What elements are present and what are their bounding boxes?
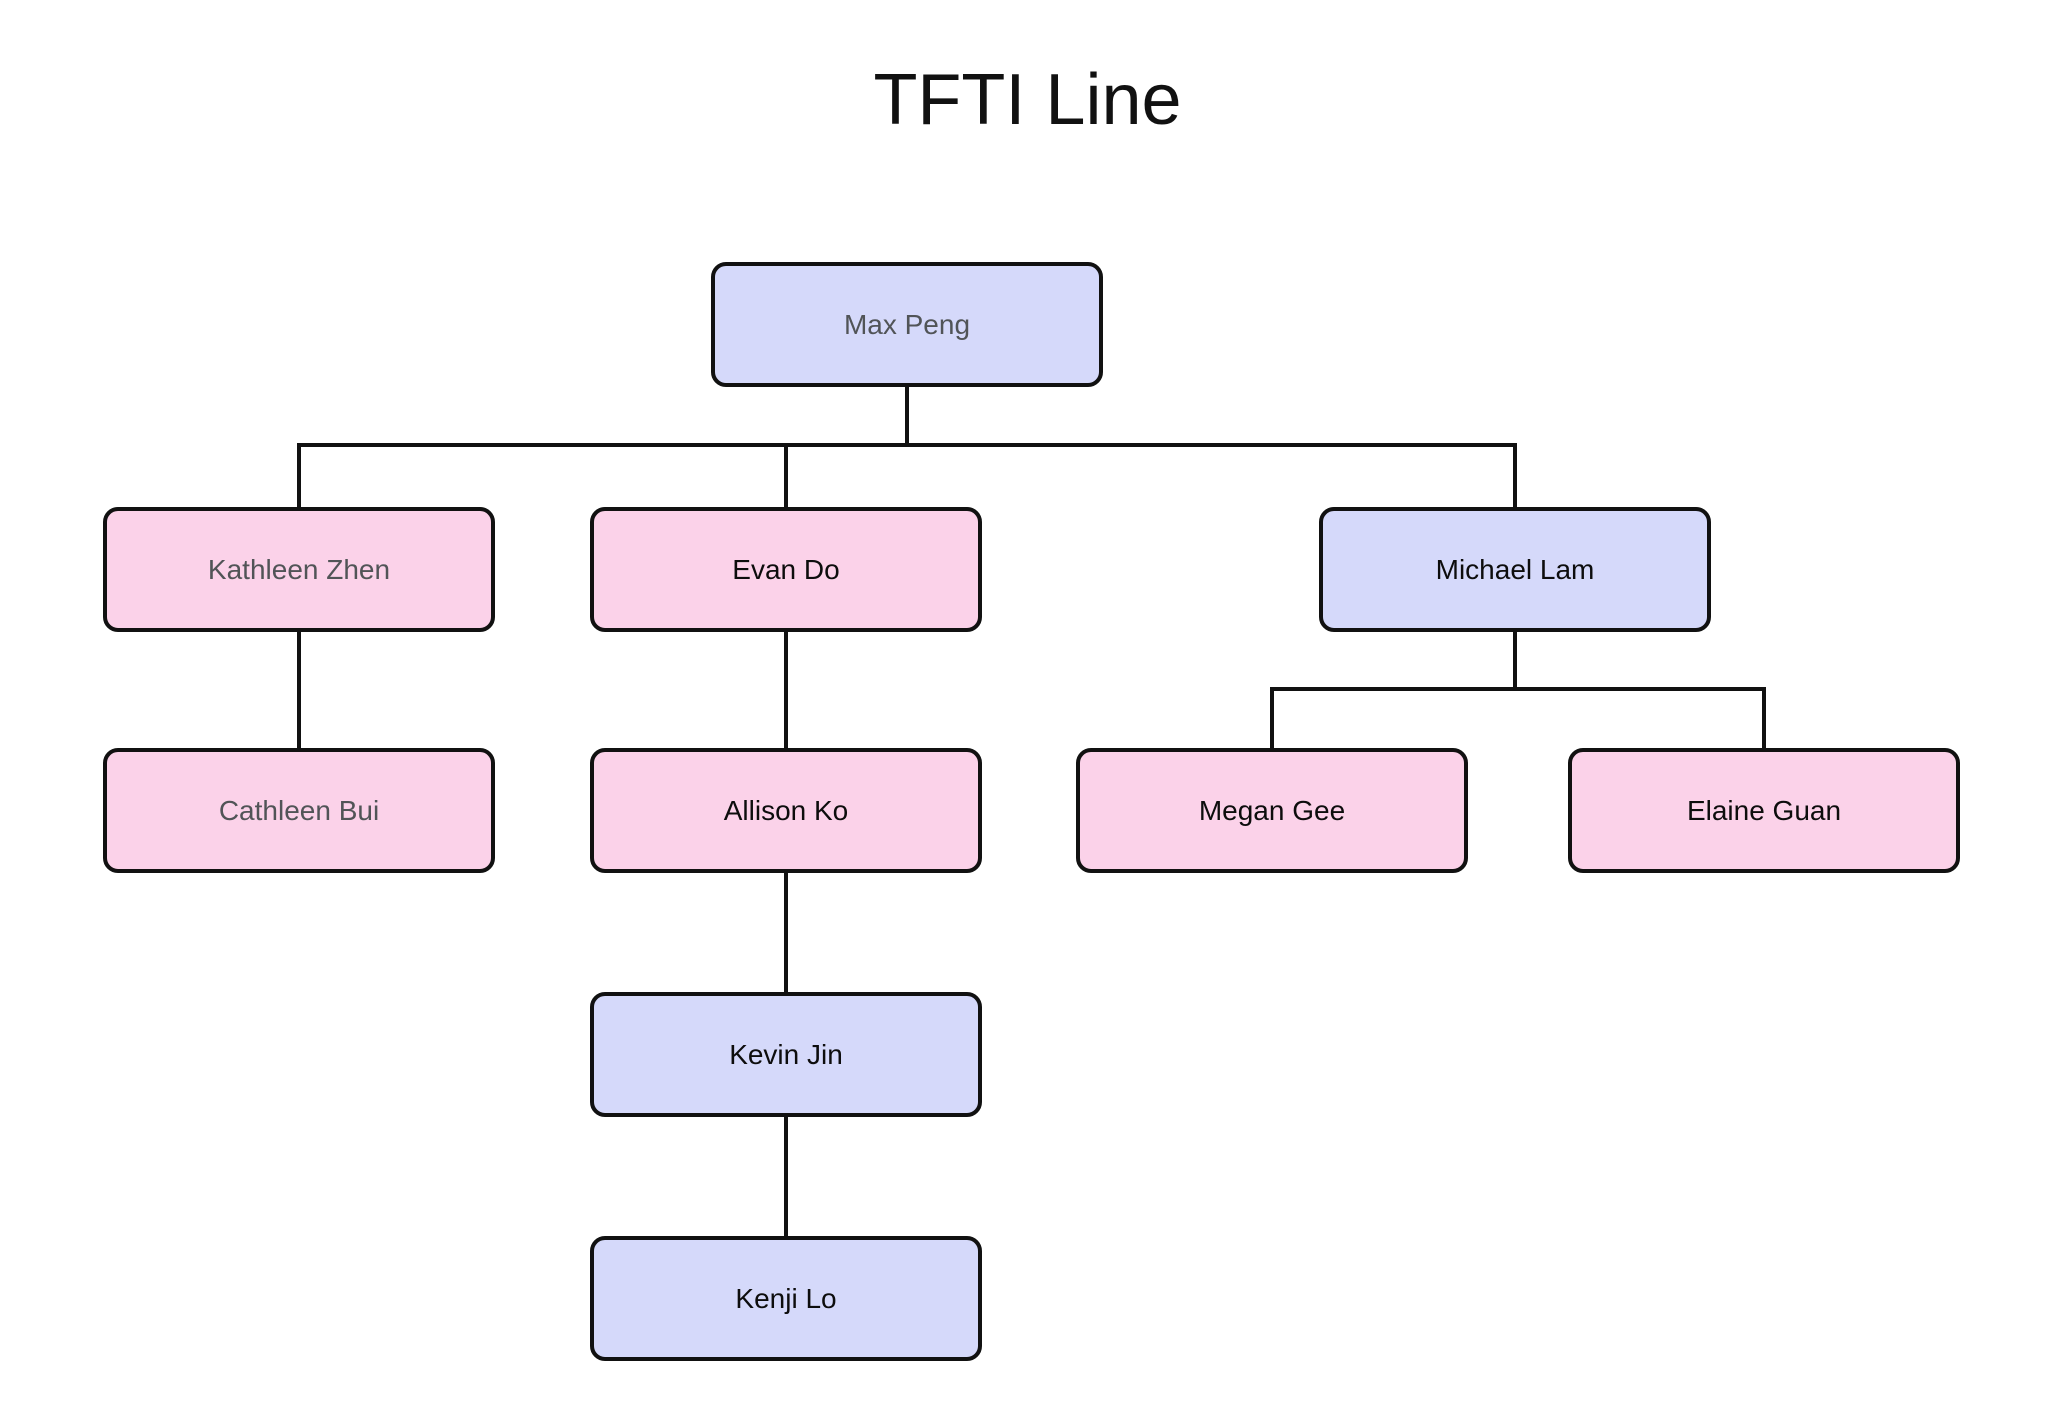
connector-maxpeng-stem: [905, 383, 909, 447]
connector-level1-horizontal: [297, 443, 1517, 447]
connector-kathleenzhen-stem: [297, 443, 301, 513]
person-node-allison-ko: Allison Ko: [590, 748, 982, 873]
connector-michael-children-horizontal: [1270, 687, 1766, 691]
person-node-megan-gee: Megan Gee: [1076, 748, 1468, 873]
connector-kevin-kenji: [784, 1113, 788, 1240]
person-node-michael-lam: Michael Lam: [1319, 507, 1711, 632]
diagram-title: TFTI Line: [873, 60, 1182, 140]
person-node-evan-do: Evan Do: [590, 507, 982, 632]
connector-kathleen-cathleen: [297, 628, 301, 754]
connector-michaellam-down: [1513, 628, 1517, 691]
connector-allison-kevin: [784, 869, 788, 996]
connector-evando-stem: [784, 443, 788, 513]
connector-elaineguan-stem: [1762, 687, 1766, 752]
connector-megangee-stem: [1270, 687, 1274, 752]
connector-michaellam-stem: [1513, 443, 1517, 513]
person-node-kevin-jin: Kevin Jin: [590, 992, 982, 1117]
person-node-cathleen-bui: Cathleen Bui: [103, 748, 495, 873]
connector-evan-allison: [784, 628, 788, 754]
person-node-elaine-guan: Elaine Guan: [1568, 748, 1960, 873]
person-node-kenji-lo: Kenji Lo: [590, 1236, 982, 1361]
person-node-kathleen-zhen: Kathleen Zhen: [103, 507, 495, 632]
person-node-max-peng: Max Peng: [711, 262, 1103, 387]
